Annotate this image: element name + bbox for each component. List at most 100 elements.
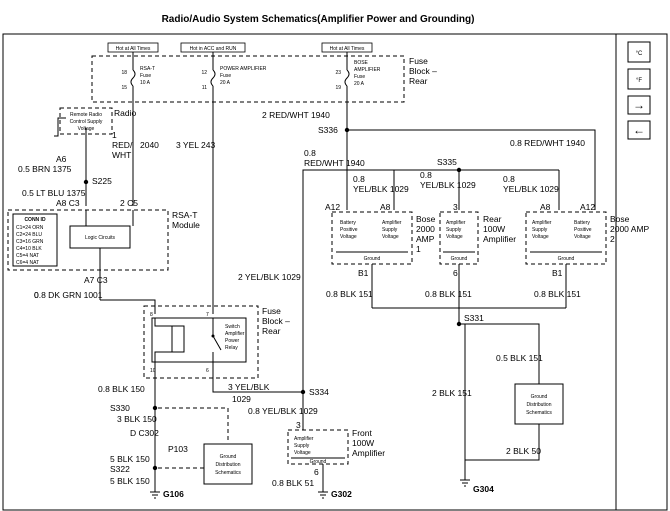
- svg-text:B1: B1: [358, 268, 369, 278]
- svg-text:Ground: Ground: [531, 394, 548, 400]
- svg-text:2040: 2040: [140, 140, 159, 150]
- svg-text:0.5 BLK 151: 0.5 BLK 151: [496, 353, 543, 363]
- svg-text:S334: S334: [309, 387, 329, 397]
- svg-text:S225: S225: [92, 176, 112, 186]
- bose-2000-amp-1: A12 A8 Battery Positive Voltage Amplifie…: [325, 202, 436, 278]
- svg-text:Amplifier: Amplifier: [225, 331, 245, 337]
- svg-text:Amplifier: Amplifier: [483, 234, 516, 244]
- svg-text:POWER AMPLIFIER: POWER AMPLIFIER: [220, 66, 267, 72]
- diagram-frame: [2, 33, 668, 511]
- svg-text:100W: 100W: [483, 224, 505, 234]
- svg-text:Bose: Bose: [610, 214, 630, 224]
- svg-text:0.8: 0.8: [503, 174, 515, 184]
- svg-text:S322: S322: [110, 464, 130, 474]
- prev-page-button[interactable]: ←: [627, 120, 651, 140]
- svg-text:Ground: Ground: [558, 256, 575, 262]
- svg-text:2 BLK 50: 2 BLK 50: [506, 446, 541, 456]
- svg-text:P103: P103: [168, 444, 188, 454]
- svg-text:°C: °C: [636, 51, 643, 57]
- svg-text:Radio: Radio: [114, 108, 136, 118]
- svg-text:2 BLK 151: 2 BLK 151: [432, 388, 472, 398]
- svg-text:Amplifier: Amplifier: [294, 436, 314, 442]
- svg-text:Supply: Supply: [294, 443, 310, 449]
- fahrenheit-button[interactable]: °F: [627, 68, 651, 90]
- arrow-left-icon: ←: [633, 123, 645, 137]
- svg-text:Remote Radio: Remote Radio: [70, 112, 102, 118]
- svg-text:Relay: Relay: [225, 345, 238, 351]
- fuse-block-rear-top: Hot at All Times Hot in ACC and RUN Hot …: [91, 42, 437, 103]
- svg-text:Supply: Supply: [446, 227, 462, 233]
- ground-distribution-box-1[interactable]: Ground Distribution Schematics: [203, 443, 253, 485]
- svg-text:C3=16 GRN: C3=16 GRN: [16, 239, 44, 245]
- svg-text:0.8 BLK 151: 0.8 BLK 151: [425, 289, 472, 299]
- svg-text:0.8 RED/WHT 1940: 0.8 RED/WHT 1940: [510, 138, 585, 148]
- svg-text:3 BLK 150: 3 BLK 150: [117, 414, 157, 424]
- svg-text:RSA-T: RSA-T: [172, 210, 198, 220]
- svg-text:100W: 100W: [352, 438, 374, 448]
- svg-text:Block –: Block –: [409, 66, 437, 76]
- svg-text:1: 1: [416, 244, 421, 254]
- fuse-bose-amplifier: 23 19 BOSE AMPLIFIER Fuse 20 A: [335, 60, 381, 96]
- svg-text:0.5 BRN 1375: 0.5 BRN 1375: [18, 164, 72, 174]
- svg-text:2 RED/WHT 1940: 2 RED/WHT 1940: [262, 110, 330, 120]
- svg-text:0: 0: [34, 290, 39, 300]
- front-100w-amplifier: Amplifier Supply Voltage Ground Front 10…: [287, 428, 385, 465]
- svg-text:A12: A12: [325, 202, 340, 212]
- svg-text:Fuse: Fuse: [262, 306, 281, 316]
- svg-text:Positive: Positive: [574, 227, 592, 233]
- svg-text:A8 C3: A8 C3: [56, 198, 80, 208]
- svg-text:19: 19: [335, 85, 341, 91]
- fuse-power-amplifier: 12 11 POWER AMPLIFIER Fuse 20 A: [201, 60, 267, 96]
- svg-text:YEL/BLK 1029: YEL/BLK 1029: [353, 184, 409, 194]
- svg-text:YEL/BLK 1029: YEL/BLK 1029: [503, 184, 559, 194]
- svg-text:RED/: RED/: [112, 140, 133, 150]
- svg-text:C2=24 BLU: C2=24 BLU: [16, 232, 42, 238]
- svg-text:C6=4 NAT: C6=4 NAT: [16, 260, 39, 266]
- svg-text:0.8 BLK 150: 0.8 BLK 150: [98, 384, 145, 394]
- svg-text:°F: °F: [636, 78, 642, 84]
- svg-text:10 A: 10 A: [140, 80, 151, 86]
- svg-text:A8: A8: [540, 202, 551, 212]
- svg-text:1: 1: [112, 130, 117, 140]
- svg-text:WHT: WHT: [112, 150, 131, 160]
- svg-text:RSA-T: RSA-T: [140, 66, 155, 72]
- svg-text:Supply: Supply: [532, 227, 548, 233]
- svg-text:Ground: Ground: [451, 256, 468, 262]
- svg-text:G302: G302: [331, 489, 352, 499]
- svg-text:RED/WHT 1940: RED/WHT 1940: [304, 158, 365, 168]
- next-page-button[interactable]: →: [627, 95, 651, 115]
- arrow-right-icon: →: [633, 98, 645, 112]
- ground-distribution-box-2[interactable]: Ground Distribution Schematics: [514, 383, 564, 425]
- svg-text:Rear: Rear: [409, 76, 428, 86]
- svg-text:2000 AMP: 2000 AMP: [610, 224, 650, 234]
- svg-text:Control Supply: Control Supply: [70, 119, 103, 125]
- svg-text:Hot in ACC and RUN: Hot in ACC and RUN: [190, 46, 237, 52]
- svg-text:Rear: Rear: [262, 326, 281, 336]
- radio-module: Remote Radio Control Supply Voltage Radi…: [54, 107, 136, 138]
- svg-text:CONN ID: CONN ID: [24, 217, 46, 223]
- svg-text:15: 15: [121, 85, 127, 91]
- svg-text:2 YEL/BLK 1029: 2 YEL/BLK 1029: [238, 272, 301, 282]
- svg-text:Ground: Ground: [220, 454, 237, 460]
- svg-text:Front: Front: [352, 428, 372, 438]
- svg-text:Fuse: Fuse: [140, 73, 151, 79]
- svg-text:Ground: Ground: [310, 459, 327, 465]
- svg-text:S335: S335: [437, 157, 457, 167]
- svg-text:Fuse: Fuse: [220, 73, 231, 79]
- svg-text:D C302: D C302: [130, 428, 159, 438]
- celsius-button[interactable]: °C: [627, 41, 651, 63]
- svg-text:Schematics: Schematics: [526, 410, 552, 416]
- svg-text:Voltage: Voltage: [532, 234, 549, 240]
- svg-text:6: 6: [314, 467, 319, 477]
- svg-text:2: 2: [610, 234, 615, 244]
- svg-text:3 YEL 243: 3 YEL 243: [176, 140, 216, 150]
- svg-text:2 C5: 2 C5: [120, 198, 138, 208]
- svg-text:1029: 1029: [232, 394, 251, 404]
- svg-text:0.8 DK GRN 1001: 0.8 DK GRN 1001: [34, 290, 103, 300]
- svg-text:C1=24 ORN: C1=24 ORN: [16, 225, 44, 231]
- svg-text:S331: S331: [464, 313, 484, 323]
- svg-text:A8: A8: [380, 202, 391, 212]
- svg-text:3: 3: [296, 420, 301, 430]
- svg-text:AMP: AMP: [416, 234, 435, 244]
